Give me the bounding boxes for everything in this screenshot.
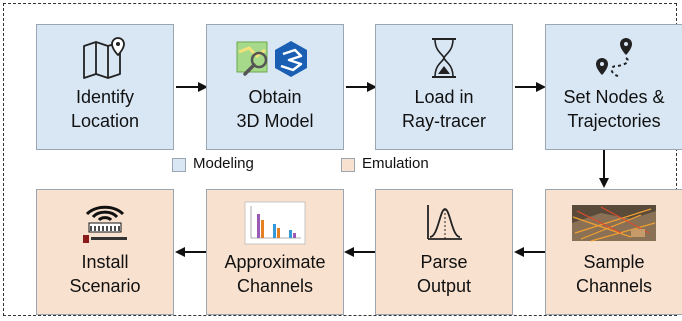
bell-curve-icon [376,200,512,246]
map-icon [37,35,173,81]
bar-chart-thumbnail-icon [207,200,343,246]
route-icon [546,35,682,81]
legend-swatch-emulation [341,158,355,172]
legend-label-emulation: Emulation [362,155,429,172]
hourglass-icon [376,35,512,81]
step-set-nodes-trajectories: Set Nodes &Trajectories [545,24,682,150]
diagram-frame [3,3,677,316]
legend-label-modeling: Modeling [193,155,254,172]
colosseum-logo-icon [37,200,173,246]
sketchup-logo-icon [207,35,343,81]
legend-swatch-modeling [172,158,186,172]
step-label: Set Nodes &Trajectories [563,87,665,131]
ray-tracing-screenshot-icon [546,200,682,246]
